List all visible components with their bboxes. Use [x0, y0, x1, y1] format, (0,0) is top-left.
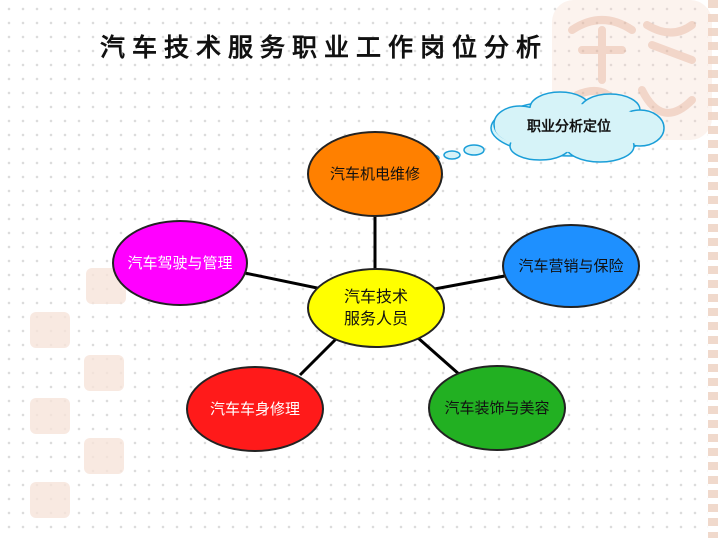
node-center: 汽车技术 服务人员 — [307, 268, 445, 348]
seal-stamp — [30, 398, 70, 434]
node-top: 汽车机电维修 — [307, 131, 443, 217]
node-bottom-right: 汽车装饰与美容 — [428, 365, 566, 451]
node-bottom-left: 汽车车身修理 — [186, 366, 324, 452]
page-title: 汽车技术服务职业工作岗位分析 — [100, 33, 549, 62]
seal-stamp — [84, 438, 124, 474]
center-line-1: 汽车技术 — [343, 286, 408, 306]
node-left: 汽车驾驶与管理 — [112, 220, 248, 306]
center-line-2: 服务人员 — [343, 309, 408, 328]
seal-stamp — [30, 312, 70, 348]
callout-label: 职业分析定位 — [527, 119, 611, 135]
seal-stamp — [30, 482, 70, 518]
decorative-border — [708, 0, 718, 538]
seal-stamp — [84, 355, 124, 391]
node-right: 汽车营销与保险 — [502, 224, 640, 308]
